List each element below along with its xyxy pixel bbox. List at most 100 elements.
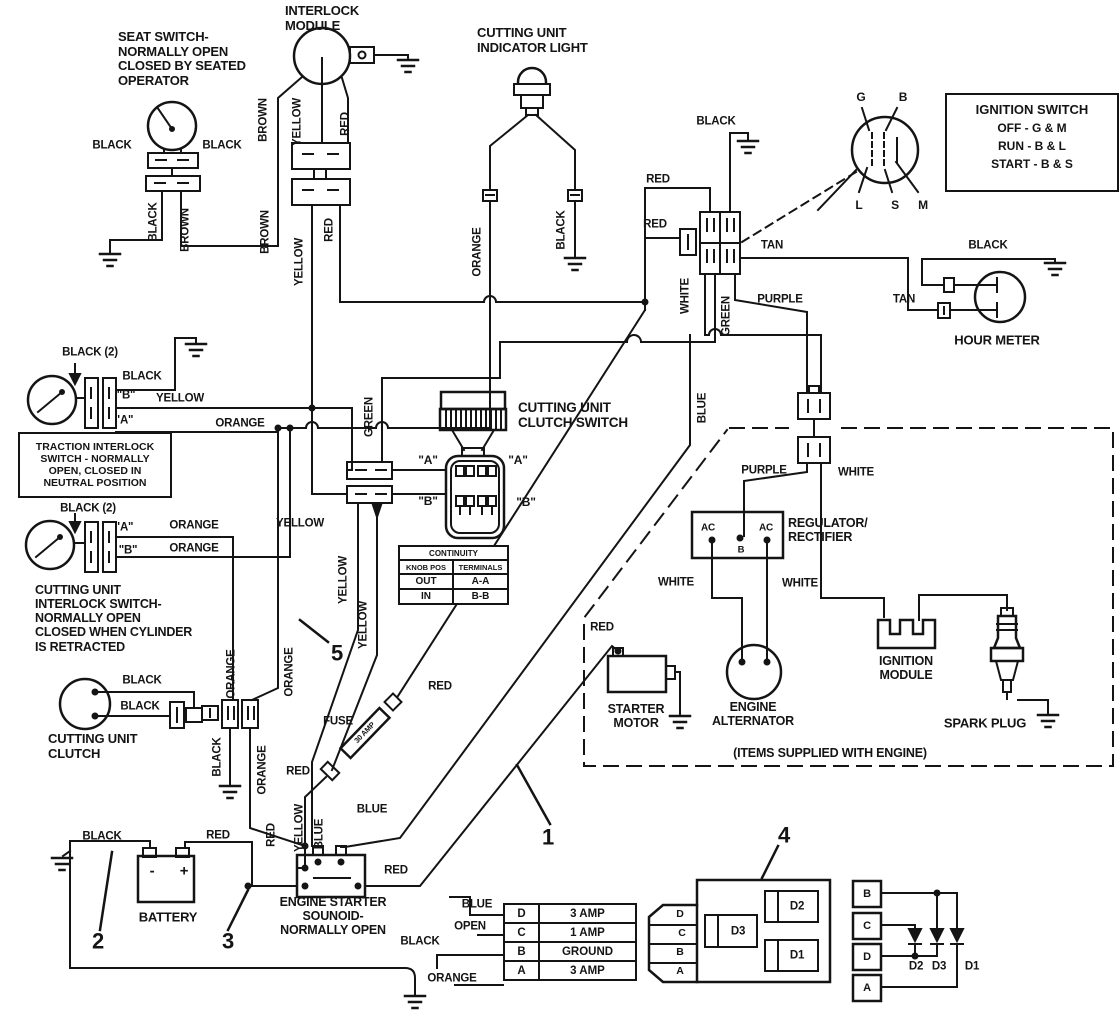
legend-run: RUN - B & L — [998, 139, 1066, 153]
black-seat-l: BLACK — [92, 139, 132, 152]
white-r1: WHITE — [657, 576, 695, 589]
engine-items-box — [583, 427, 1114, 767]
traction-switch-note: TRACTION INTERLOCK SWITCH - NORMALLY OPE… — [18, 432, 172, 498]
tan-2: TAN — [892, 293, 916, 306]
d1-lbl: D1 — [789, 949, 805, 962]
yellow-sw-v2: YELLOW — [357, 601, 370, 649]
white-3: WHITE — [837, 466, 875, 479]
ignition-switch — [740, 106, 920, 244]
cutting-unit-clutch-switch — [311, 390, 508, 847]
orange-conn: ORANGE — [256, 745, 269, 795]
ignition-module-title: IGNITION MODULE — [879, 653, 933, 682]
ac-l: AC — [700, 522, 716, 534]
pur-2: PURPLE — [741, 464, 787, 477]
continuity-row: B-B — [452, 588, 509, 605]
dd2-lbl: D2 — [908, 960, 924, 973]
legend-start: START - B & S — [991, 157, 1073, 171]
purple-white-connector — [743, 385, 885, 618]
pur-1: PURPLE — [757, 293, 803, 306]
blue-bund: BLUE — [313, 818, 326, 850]
num-4: 4 — [777, 822, 791, 848]
open-tab: OPEN — [454, 920, 486, 933]
continuity-col1: KNOB POS — [398, 559, 454, 575]
white-r2: WHITE — [781, 577, 819, 590]
term-b: B — [898, 90, 908, 105]
continuity-row: IN — [398, 588, 454, 605]
engine-alternator — [725, 643, 783, 701]
yellow-sw-h: YELLOW — [276, 517, 324, 530]
term-m: M — [918, 198, 928, 213]
lbl-b-sw-l: "B" — [418, 494, 438, 509]
lbl-a-tr: "A" — [114, 414, 134, 427]
continuity-row: A-A — [452, 573, 509, 590]
orange-tr: ORANGE — [215, 417, 265, 430]
bat-plus: + — [179, 862, 189, 880]
num-2: 2 — [91, 928, 105, 954]
red-mod-bot: RED — [323, 218, 336, 242]
regulator-title: REGULATOR/ RECTIFIER — [788, 516, 868, 545]
starter-title: STARTER MOTOR — [607, 701, 665, 730]
callout-leaders — [98, 618, 780, 932]
indicator-light — [482, 66, 587, 272]
red-bund: RED — [265, 823, 278, 847]
orange-v1: ORANGE — [225, 649, 238, 699]
black-conn: BLACK — [211, 737, 224, 777]
solenoid-title: ENGINE STARTER SOUNOID- NORMALLY OPEN — [279, 894, 387, 938]
spark-plug — [989, 607, 1060, 729]
amp-value: GROUND — [538, 941, 637, 962]
orange-tab: ORANGE — [427, 972, 477, 985]
starter-motor — [606, 647, 692, 730]
amp-pin: B — [503, 941, 540, 962]
amp-pin: D — [503, 903, 540, 924]
blue-h: BLUE — [356, 803, 388, 816]
spark-plug-title: SPARK PLUG — [943, 715, 1027, 731]
lbl-a-sw-r: "A" — [508, 453, 528, 468]
db-b: B — [863, 887, 871, 900]
orange-ind: ORANGE — [471, 227, 484, 277]
yellow-mod-top: YELLOW — [291, 98, 304, 146]
term-g: G — [856, 90, 866, 105]
ignition-module — [876, 594, 1008, 650]
lbl-a-cu: "A" — [114, 521, 134, 534]
amp-table: D 3 AMP C 1 AMP B GROUND A 3 AMP — [503, 903, 637, 981]
wedge-a: A — [676, 965, 684, 978]
num-5: 5 — [330, 640, 344, 666]
blue-wire — [340, 334, 691, 848]
yellow-sw-v1: YELLOW — [337, 556, 350, 604]
red-st: RED — [590, 621, 614, 634]
black-ind: BLACK — [555, 210, 568, 250]
white-blk: WHITE — [679, 277, 692, 315]
continuity-row: OUT — [398, 573, 454, 590]
d2-lbl: D2 — [789, 900, 805, 913]
fuse-lbl: FUSE — [323, 715, 353, 728]
db-a: A — [863, 981, 871, 994]
cutting-interlock-title: CUTTING UNIT INTERLOCK SWITCH- NORMALLY … — [35, 583, 193, 654]
black-bat: BLACK — [82, 830, 122, 843]
black-hm: BLACK — [968, 239, 1008, 252]
interlock-module-title: INTERLOCK MODULE — [285, 3, 360, 33]
red-blk1: RED — [646, 173, 670, 186]
brown-seat-v: BROWN — [179, 208, 192, 252]
black-seat-v: BLACK — [147, 202, 160, 242]
brown-mod-top: BROWN — [257, 98, 270, 142]
orange-v2: ORANGE — [283, 647, 296, 697]
black-tab: BLACK — [400, 935, 440, 948]
black-cl1: BLACK — [122, 674, 162, 687]
bat-minus: - — [149, 862, 155, 880]
battery — [50, 840, 298, 969]
seat-switch — [98, 100, 279, 268]
continuity-table: CONTINUITY KNOB POS TERMINALS OUT A-A IN… — [398, 545, 509, 605]
black2-cu: BLACK (2) — [60, 502, 116, 515]
items-note: (ITEMS SUPPLIED WITH ENGINE) — [733, 745, 927, 760]
amp-value: 3 AMP — [538, 903, 637, 924]
dd3-lbl: D3 — [931, 960, 947, 973]
amp-value: 1 AMP — [538, 922, 637, 943]
yellow-bund: YELLOW — [293, 804, 306, 852]
continuity-col2: TERMINALS — [452, 559, 509, 575]
orange-bus — [250, 200, 491, 702]
orange-cu-b: ORANGE — [169, 542, 219, 555]
clutch-switch-title: CUTTING UNIT CLUTCH SWITCH — [518, 400, 628, 431]
num-3: 3 — [221, 928, 235, 954]
